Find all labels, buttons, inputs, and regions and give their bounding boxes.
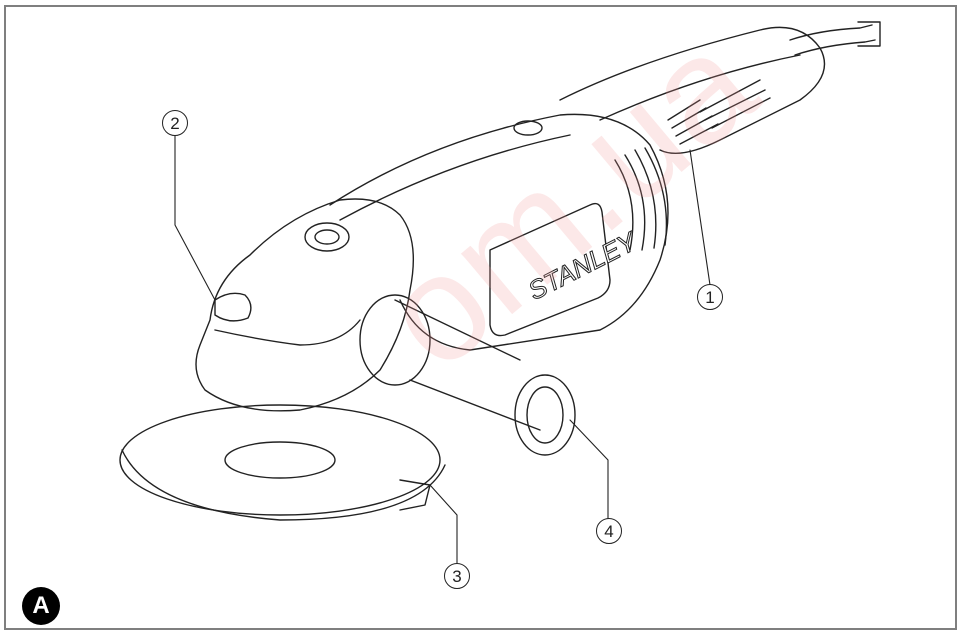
grip-ribs [667,79,771,145]
callout-1: 1 [697,284,723,310]
power-cord [789,24,876,56]
leader-1 [689,149,711,286]
callout-4: 4 [596,518,622,544]
callout-2: 2 [162,110,188,136]
leader-3 [429,484,458,564]
rear-handle [559,26,826,155]
leader-4 [569,419,609,521]
brand-logo: STANLEY [523,225,642,305]
brand-panel [489,202,611,337]
spindle-lock-button [214,292,252,322]
leader-2 [174,134,216,301]
figure-label-badge: A [22,587,60,625]
figure-frame [4,5,957,630]
callout-3: 3 [444,563,470,589]
gear-head [195,198,415,412]
side-handle [359,294,576,456]
wheel-guard [119,404,441,516]
switch-button [513,120,543,136]
vent-slots [614,147,668,251]
motor-housing [329,113,669,351]
